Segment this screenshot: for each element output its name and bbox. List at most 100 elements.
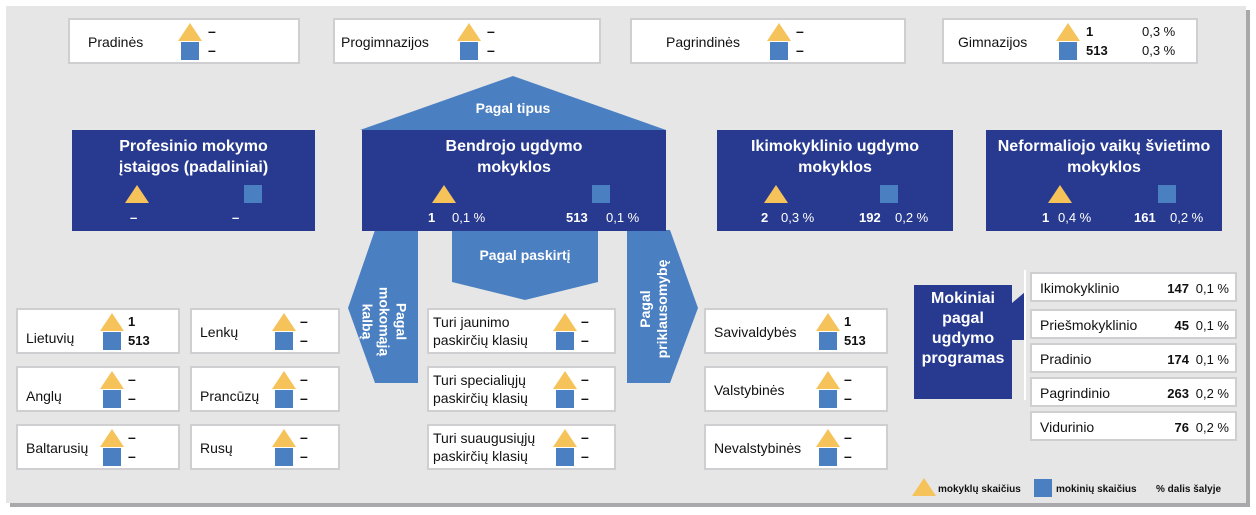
program-label: Vidurinio xyxy=(1040,419,1095,435)
language-label: Lietuvių xyxy=(26,330,75,346)
programs-title-box: Mokiniai pagal ugdymo programas xyxy=(914,285,1012,399)
school-count-triangle-icon xyxy=(100,429,124,447)
panel-shadow-bottom xyxy=(10,503,1250,507)
purpose-box-youth: Turi jaunimo paskirčių klasių – – xyxy=(427,308,616,354)
subordination-box-nevalstybines: Nevalstybinės – – xyxy=(704,424,888,470)
program-row: Pagrindinio 263 0,2 % xyxy=(1030,377,1237,407)
type-label: Pagrindinės xyxy=(666,34,740,50)
purpose-box-special: Turi specialiųjų paskirčių klasių – – xyxy=(427,366,616,412)
students-percent: 0,1 % xyxy=(606,210,640,225)
language-box-prancuzu: Prancūzų – – xyxy=(190,366,340,412)
student-count-square-icon xyxy=(103,448,121,466)
institution-title: Ikimokyklinio ugdymo mokyklos xyxy=(750,138,920,176)
language-label: Baltarusių xyxy=(26,440,89,456)
student-count-square-icon xyxy=(181,42,199,60)
programs-title-line: Mokiniai xyxy=(930,290,995,307)
program-label: Ikimokyklinio xyxy=(1040,280,1120,296)
student-count-square-icon xyxy=(819,448,837,466)
language-label: Anglų xyxy=(26,388,62,404)
school-count-triangle-icon xyxy=(553,371,577,389)
panel-shadow-right xyxy=(1246,10,1250,507)
program-value: 45 xyxy=(1174,318,1189,333)
schools-percent: 0,4 % xyxy=(1058,210,1092,225)
subordination-box-savivaldybes: Savivaldybės 1 513 xyxy=(704,308,888,354)
subordination-box-valstybines: Valstybinės – – xyxy=(704,366,888,412)
students-value: 513 xyxy=(128,333,150,348)
program-row: Ikimokyklinio 147 0,1 % xyxy=(1030,272,1237,302)
student-count-square-icon xyxy=(1158,185,1176,203)
institution-box-neformaliojo: Neformaliojo vaikų švietimo mokyklos 1 0… xyxy=(986,130,1222,231)
students-value: – xyxy=(581,390,589,406)
students-value: 161 xyxy=(1134,210,1156,225)
program-value: 174 xyxy=(1167,352,1189,367)
by-subordination-label: Pagal priklausomybę xyxy=(637,259,670,359)
language-box-baltarusiu: Baltarusių – – xyxy=(16,424,180,470)
student-count-square-icon xyxy=(103,390,121,408)
purpose-label-line1: Turi jaunimo xyxy=(433,314,510,330)
institution-box-ikimokyklinio: Ikimokyklinio ugdymo mokyklos 2 0,3 % 19… xyxy=(717,130,953,231)
school-count-triangle-icon xyxy=(272,371,296,389)
purpose-label-line2: paskirčių klasių xyxy=(433,390,528,406)
school-count-triangle-icon xyxy=(100,371,124,389)
student-count-square-icon xyxy=(556,448,574,466)
schools-value: – xyxy=(796,23,804,39)
school-count-triangle-icon xyxy=(767,23,791,41)
students-percent: 0,2 % xyxy=(895,210,929,225)
students-value: – xyxy=(300,448,308,464)
purpose-label-line1: Turi suaugusiųjų xyxy=(433,430,536,446)
program-value: 147 xyxy=(1167,281,1189,296)
program-label: Priešmokyklinio xyxy=(1040,317,1138,333)
student-count-square-icon xyxy=(592,185,610,203)
students-value: – xyxy=(487,42,495,58)
student-count-square-icon xyxy=(275,448,293,466)
schools-value: 2 xyxy=(761,210,769,225)
school-count-triangle-icon xyxy=(457,23,481,41)
by-language-arrow xyxy=(348,230,418,383)
students-value: – xyxy=(128,390,136,406)
students-value: – xyxy=(128,448,136,464)
school-count-triangle-icon xyxy=(553,313,577,331)
program-row: Priešmokyklinio 45 0,1 % xyxy=(1030,309,1237,339)
schools-percent: 0,3 % xyxy=(781,210,815,225)
program-label: Pradinio xyxy=(1040,351,1092,367)
schools-value: – xyxy=(581,313,589,329)
purpose-label-line2: paskirčių klasių xyxy=(433,332,528,348)
student-count-square-icon xyxy=(556,332,574,350)
schools-value: – xyxy=(487,23,495,39)
schools-percent: 0,1 % xyxy=(452,210,486,225)
students-percent: 0,2 % xyxy=(1170,210,1204,225)
language-label: Lenkų xyxy=(200,324,239,340)
by-language-label: Pagal mokomąją kalbą xyxy=(359,286,410,357)
school-count-triangle-icon xyxy=(272,429,296,447)
legend-triangle-icon xyxy=(912,478,936,496)
schools-value: – xyxy=(128,429,136,445)
subordination-label: Nevalstybinės xyxy=(714,440,802,456)
by-purpose-arrow xyxy=(452,230,598,300)
schools-value: 1 xyxy=(128,314,136,329)
type-box-pradines: Pradinės – – xyxy=(68,18,300,64)
student-count-square-icon xyxy=(819,332,837,350)
school-count-triangle-icon xyxy=(178,23,202,41)
school-count-triangle-icon xyxy=(1048,185,1072,203)
schools-value: – xyxy=(844,429,852,445)
program-label: Pagrindinio xyxy=(1040,385,1111,401)
legend-schools-label: mokyklų skaičius xyxy=(938,484,1021,495)
student-count-square-icon xyxy=(103,332,121,350)
school-count-triangle-icon xyxy=(553,429,577,447)
student-count-square-icon xyxy=(819,390,837,408)
students-value: 513 xyxy=(844,333,866,348)
students-value: – xyxy=(581,332,589,348)
programs-title-line: ugdymo xyxy=(931,330,995,347)
schools-value: – xyxy=(208,23,216,39)
programs-bracket xyxy=(1024,270,1026,400)
school-count-triangle-icon xyxy=(816,429,840,447)
type-box-progimnazijos: Progimnazijos – – xyxy=(333,18,601,64)
institution-title: Bendrojo ugdymo mokyklos xyxy=(445,138,583,176)
type-label: Progimnazijos xyxy=(341,34,429,50)
schools-value: 1 xyxy=(428,210,436,225)
subordination-label: Valstybinės xyxy=(714,382,785,398)
institution-box-bendrojo: Bendrojo ugdymo mokyklos 1 0,1 % 513 0,1… xyxy=(362,130,666,231)
schools-value: – xyxy=(581,429,589,445)
institution-box-profesinio: Profesinio mokymo įstaigos (padaliniai) … xyxy=(72,130,315,231)
